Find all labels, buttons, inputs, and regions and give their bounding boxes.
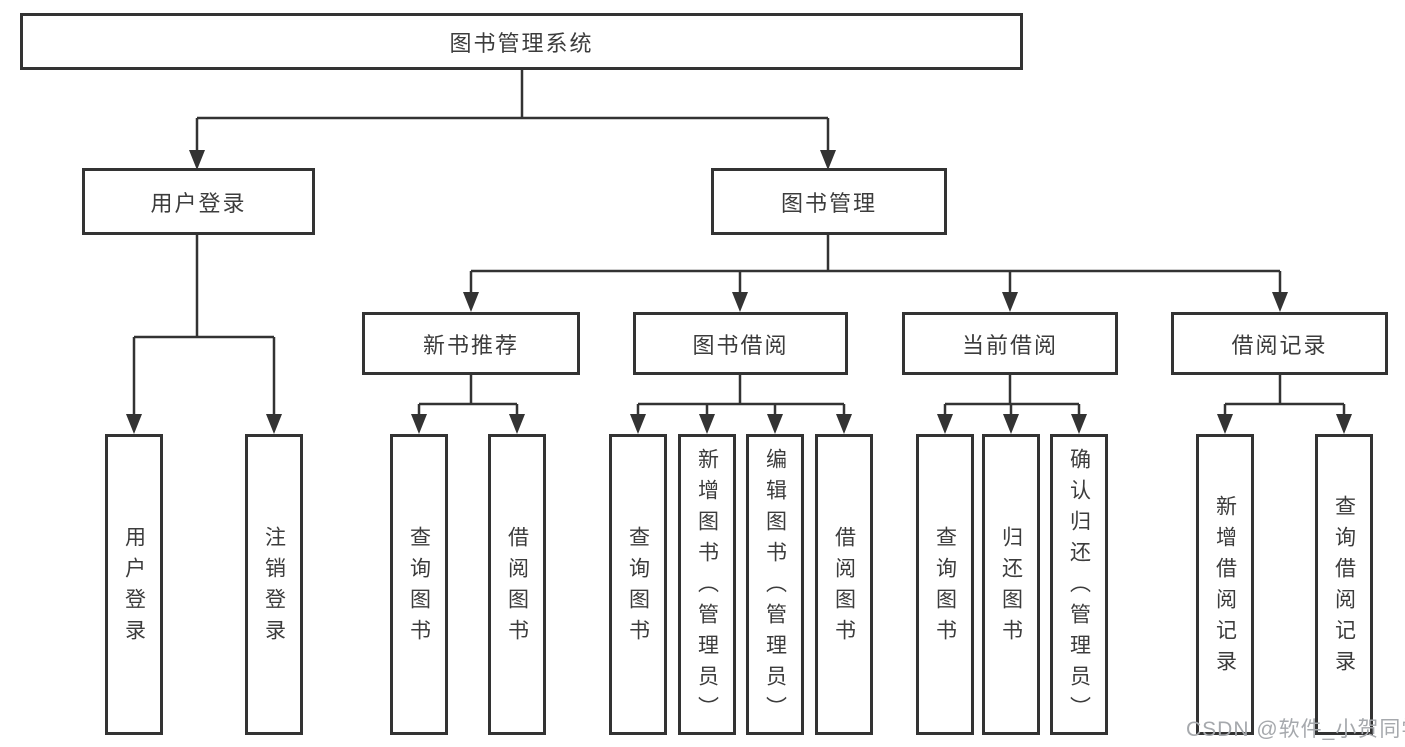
node-current-borrowing: 当前借阅 bbox=[902, 312, 1118, 375]
node-borrow-records: 借阅记录 bbox=[1171, 312, 1388, 375]
leaf-add-borrow-record: 新增借阅记录 bbox=[1196, 434, 1254, 735]
leaf-logout: 注销登录 bbox=[245, 434, 303, 735]
leaf-borrow-books: 借阅图书 bbox=[815, 434, 873, 735]
leaf-query-borrow-record: 查询借阅记录 bbox=[1315, 434, 1373, 735]
leaf-query-books-current: 查询图书 bbox=[916, 434, 974, 735]
leaf-user-login: 用户登录 bbox=[105, 434, 163, 735]
leaf-add-books-admin: 新增图书（管理员） bbox=[678, 434, 736, 735]
node-root-system: 图书管理系统 bbox=[20, 13, 1023, 70]
leaf-confirm-return-admin: 确认归还（管理员） bbox=[1050, 434, 1108, 735]
leaf-query-books-recommend: 查询图书 bbox=[390, 434, 448, 735]
node-user-login: 用户登录 bbox=[82, 168, 315, 235]
csdn-watermark: CSDN @软件_小贺同学 bbox=[1186, 718, 1405, 741]
leaf-return-books: 归还图书 bbox=[982, 434, 1040, 735]
arrowheads bbox=[126, 150, 1352, 434]
leaf-edit-books-admin: 编辑图书（管理员） bbox=[746, 434, 804, 735]
node-new-book-recommend: 新书推荐 bbox=[362, 312, 580, 375]
leaf-borrow-books-recommend: 借阅图书 bbox=[488, 434, 546, 735]
leaf-query-books-borrowing: 查询图书 bbox=[609, 434, 667, 735]
node-book-management: 图书管理 bbox=[711, 168, 947, 235]
node-book-borrowing: 图书借阅 bbox=[633, 312, 848, 375]
